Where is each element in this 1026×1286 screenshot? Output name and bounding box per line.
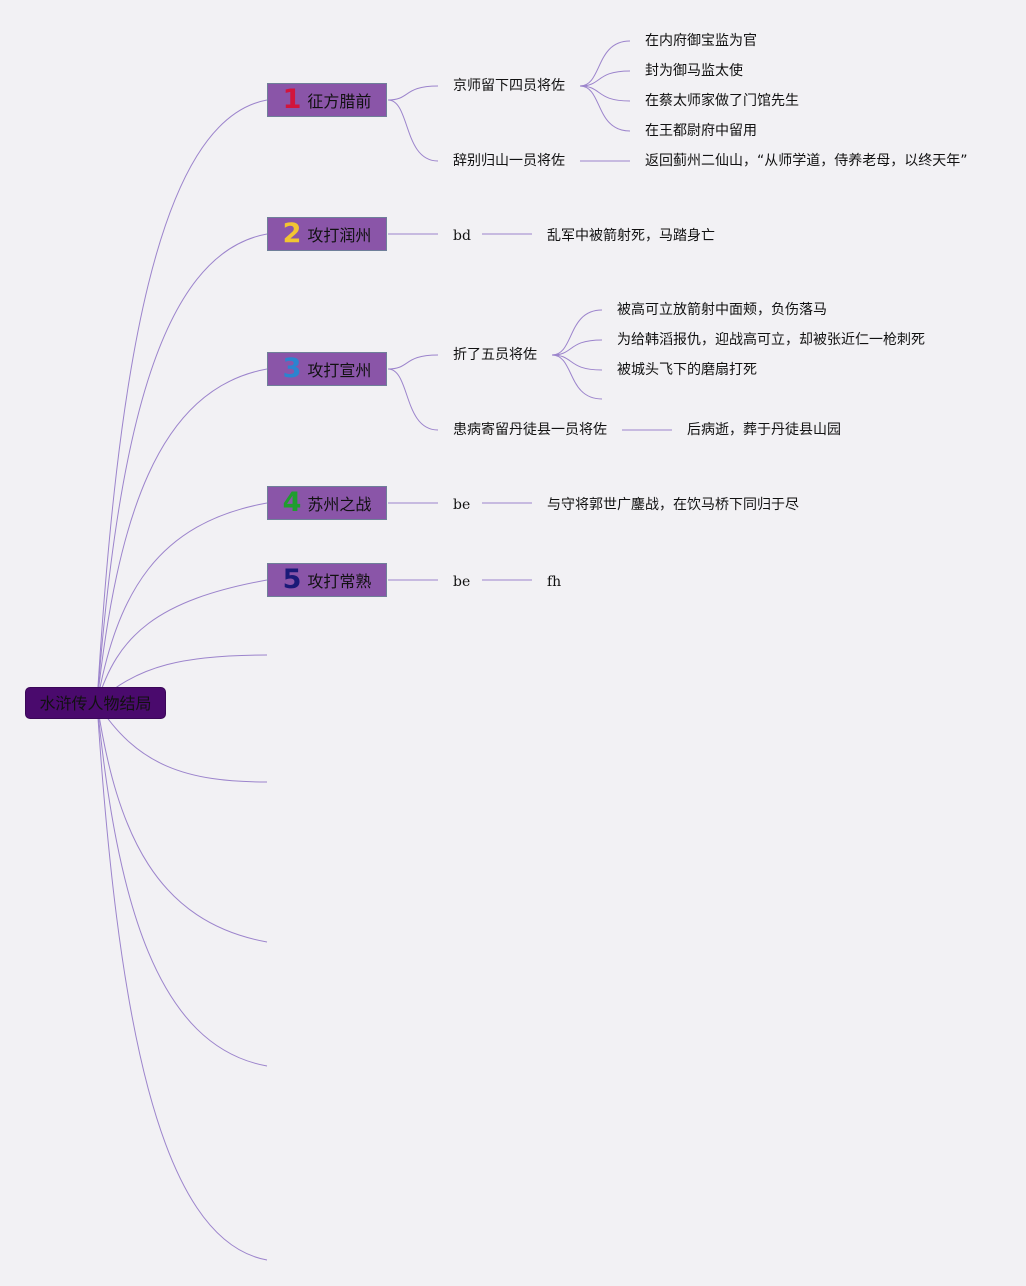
leaf-t3-a-2[interactable]: 为给韩滔报仇，迎战高可立，却被张近仁一枪刺死 — [617, 332, 925, 348]
edge-t3-b — [387, 368, 439, 431]
topic-number-2: 2 — [282, 217, 302, 249]
leaf-t5-a-1[interactable]: fh — [547, 574, 562, 590]
edge-root-4 — [96, 502, 268, 704]
edge-t3-a-2 — [551, 339, 603, 356]
leaf-t3-b-1[interactable]: 后病逝，葬于丹徒县山园 — [687, 422, 841, 438]
root-topic[interactable]: 水浒传人物结局 — [25, 687, 166, 719]
subtopic-t1-a[interactable]: 京师留下四员将佐 — [453, 78, 565, 94]
subtopic-t4-a[interactable]: be — [453, 497, 471, 513]
leaf-t1-a-4[interactable]: 在王都尉府中留用 — [645, 123, 757, 139]
subtopic-t3-a[interactable]: 折了五员将佐 — [453, 347, 537, 363]
leaf-t1-a-2[interactable]: 封为御马监太使 — [645, 63, 743, 79]
topic-label-3: 攻打宣州 — [307, 361, 372, 380]
leaf-t2-a-1[interactable]: 乱军中被箭射死，马踏身亡 — [547, 228, 715, 244]
topic-3[interactable]: 3 攻打宣州 — [267, 352, 387, 386]
leaf-t3-a-3[interactable]: 被城头飞下的磨扇打死 — [617, 362, 757, 378]
topic-number-5: 5 — [282, 563, 302, 595]
topic-label-1: 征方腊前 — [307, 92, 372, 111]
edge-t1-a-3 — [579, 85, 631, 102]
edge-t3-a-3 — [551, 354, 603, 371]
topic-2[interactable]: 2 攻打润州 — [267, 217, 387, 251]
edge-t3-a-4 — [551, 354, 603, 400]
topic-number-1: 1 — [282, 83, 302, 115]
topic-1[interactable]: 1 征方腊前 — [267, 83, 387, 117]
edge-root-8 — [96, 702, 268, 943]
topic-5[interactable]: 5 攻打常熟 — [267, 563, 387, 597]
edge-t1-a-2 — [579, 70, 631, 87]
leaf-t4-a-1[interactable]: 与守将郭世广鏖战，在饮马桥下同归于尽 — [547, 497, 799, 513]
edge-root-5 — [96, 579, 268, 704]
edge-root-10 — [96, 702, 268, 1261]
leaf-t1-b-1[interactable]: 返回蓟州二仙山，“从师学道，侍养老母，以终天年” — [645, 153, 968, 169]
topic-label-2: 攻打润州 — [307, 226, 372, 245]
leaf-t1-a-3[interactable]: 在蔡太师家做了门馆先生 — [645, 93, 799, 109]
edge-root-7 — [96, 702, 268, 783]
subtopic-t5-a[interactable]: be — [453, 574, 471, 590]
topic-label-5: 攻打常熟 — [307, 572, 372, 591]
subtopic-t2-a[interactable]: bd — [453, 228, 471, 244]
edge-root-3 — [96, 368, 268, 704]
leaf-t1-a-1[interactable]: 在内府御宝监为官 — [645, 33, 757, 49]
edge-t3-a-1 — [551, 309, 603, 356]
edge-t1-a-4 — [579, 85, 631, 132]
subtopic-t1-b[interactable]: 辞别归山一员将佐 — [453, 153, 565, 169]
edge-t1-a — [387, 85, 439, 101]
edge-root-9 — [96, 702, 268, 1067]
edge-t1-b — [387, 99, 439, 162]
topic-number-3: 3 — [282, 352, 302, 384]
leaf-t3-a-1[interactable]: 被高可立放箭射中面颊，负伤落马 — [617, 302, 827, 318]
edge-t1-a-1 — [579, 40, 631, 87]
topic-number-4: 4 — [282, 486, 302, 518]
topic-4[interactable]: 4 苏州之战 — [267, 486, 387, 520]
topic-label-4: 苏州之战 — [307, 495, 372, 514]
edge-root-1 — [96, 99, 268, 704]
edge-t3-a — [387, 354, 439, 370]
edge-root-2 — [96, 233, 268, 704]
subtopic-t3-b[interactable]: 患病寄留丹徒县一员将佐 — [453, 422, 607, 438]
